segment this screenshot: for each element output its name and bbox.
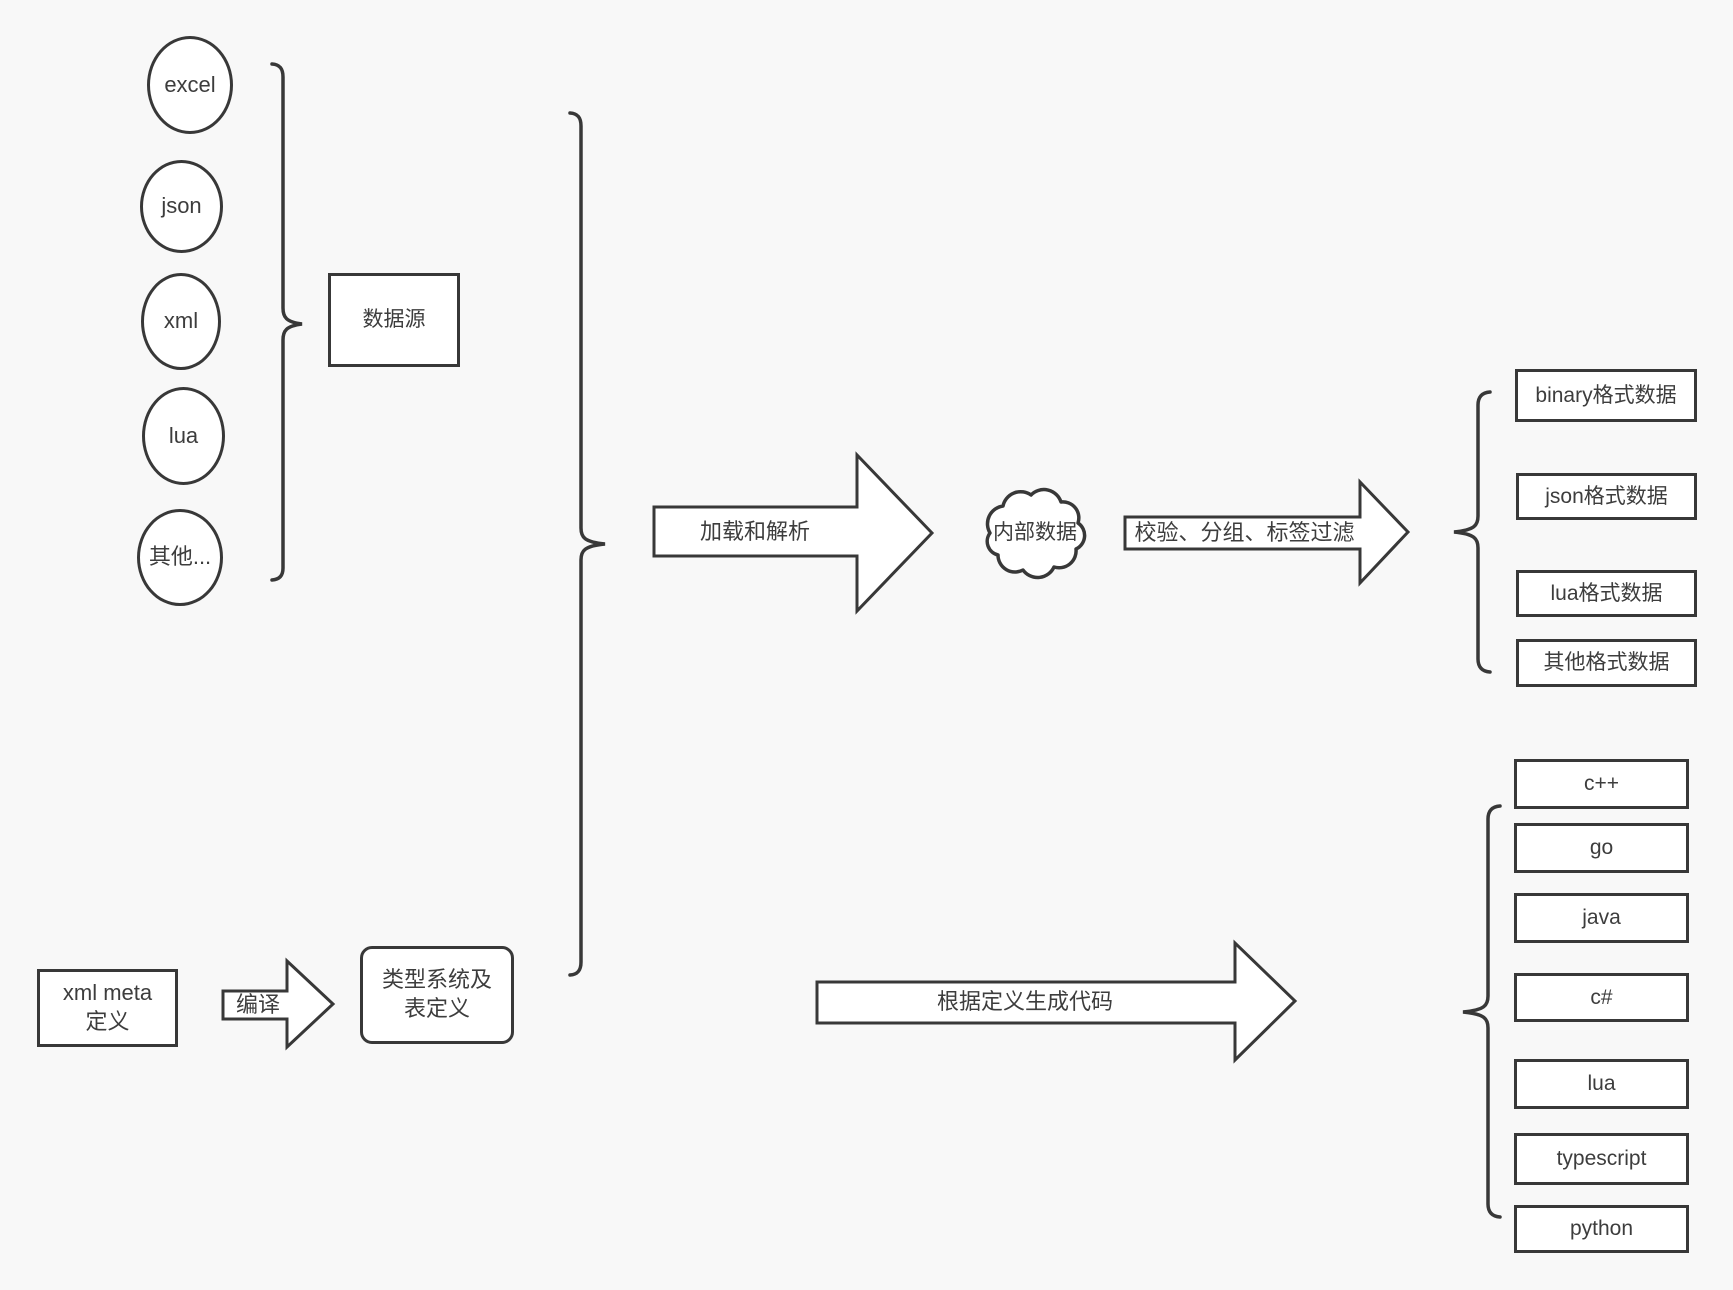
box-lang-python: python <box>1514 1205 1689 1253</box>
source-node-other: 其他... <box>137 509 223 606</box>
box-format-other: 其他格式数据 <box>1516 639 1697 687</box>
source-node-json: json <box>140 160 223 253</box>
box-format-lua: lua格式数据 <box>1516 570 1697 617</box>
label-compile-arrow: 编译 <box>235 991 280 1017</box>
source-node-xml: xml <box>141 273 221 370</box>
brace-sources <box>270 62 303 582</box>
brace-main <box>568 111 606 977</box>
label-generate-code-arrow: 根据定义生成代码 <box>936 988 1113 1014</box>
brace-languages <box>1462 804 1502 1219</box>
box-format-json: json格式数据 <box>1516 473 1697 520</box>
arrow-load-parse <box>652 451 935 615</box>
source-node-excel: excel <box>147 36 233 134</box>
box-format-binary: binary格式数据 <box>1515 369 1697 422</box>
box-lang-go: go <box>1514 823 1689 873</box>
cloud-internal-data <box>985 487 1087 580</box>
box-lang-lua: lua <box>1514 1059 1689 1109</box>
label-internal-data-cloud: 内部数据 <box>993 521 1077 545</box>
label-load-parse-arrow: 加载和解析 <box>699 518 810 544</box>
box-lang-csharp: c# <box>1514 973 1689 1022</box>
arrow-generate-code <box>815 939 1298 1064</box>
box-lang-cpp: c++ <box>1514 759 1689 809</box>
box-type-system-definition: 类型系统及表定义 <box>360 946 514 1044</box>
label-filter-arrow: 校验、分组、标签过滤 <box>1134 519 1355 545</box>
box-data-source: 数据源 <box>328 273 460 367</box>
box-lang-java: java <box>1514 893 1689 943</box>
arrow-filter <box>1123 478 1411 587</box>
box-xml-meta-definition: xml meta定义 <box>37 969 178 1047</box>
box-lang-typescript: typescript <box>1514 1133 1689 1185</box>
source-node-lua: lua <box>142 387 225 485</box>
arrow-compile <box>221 957 336 1051</box>
brace-data-formats <box>1453 390 1492 674</box>
